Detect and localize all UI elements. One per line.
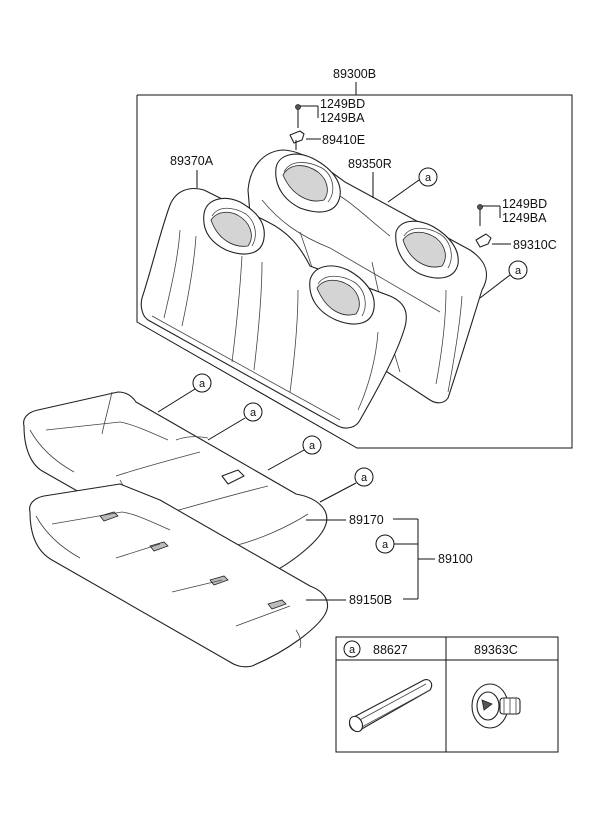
callout-a-7: a	[375, 534, 418, 554]
callout-a-6: a	[319, 467, 374, 503]
seatback-frame	[136, 94, 573, 449]
label-89150B: 89150B	[349, 593, 392, 607]
label-89310C: 89310C	[513, 238, 557, 252]
legend-callout-a	[343, 640, 361, 658]
label-89350R: 89350R	[348, 157, 392, 171]
trim-clip-icon	[348, 679, 433, 733]
bolt-a-icon	[295, 104, 301, 128]
svg-text:a: a	[199, 378, 206, 390]
svg-text:a: a	[309, 440, 316, 452]
label-1249BD-b: 1249BD	[502, 197, 547, 211]
cover-tab	[221, 469, 245, 485]
bolt-b-icon	[477, 204, 483, 226]
seatback-left-89370A	[140, 187, 407, 429]
callout-a-5: a	[267, 435, 322, 471]
label-1249BD-a: 1249BD	[320, 97, 365, 111]
label-89370A: 89370A	[170, 154, 214, 168]
svg-text:a: a	[515, 265, 522, 277]
seatback-right-89350R	[247, 149, 488, 404]
label-1249BA-a: 1249BA	[320, 111, 365, 125]
callout-a-3: a	[157, 373, 212, 413]
label-1249BA-b: 1249BA	[502, 211, 547, 225]
svg-text:a: a	[361, 472, 368, 484]
label-89100: 89100	[438, 552, 473, 566]
callout-a-1: a	[387, 167, 438, 203]
svg-text:a: a	[425, 172, 432, 184]
callout-a-4: a	[207, 402, 263, 441]
legend-part-88627: 88627	[373, 643, 408, 657]
cushion-pad-89150B	[29, 483, 328, 668]
legend-part-89363C: 89363C	[474, 643, 518, 657]
label-89300B: 89300B	[333, 67, 376, 81]
bracket-b-icon	[475, 233, 492, 248]
bracket-a-icon	[289, 130, 305, 150]
svg-text:a: a	[250, 407, 257, 419]
callout-a-2: a	[479, 260, 528, 299]
label-89410E: 89410E	[322, 133, 365, 147]
svg-text:a: a	[382, 539, 389, 551]
legend-table: a 88627 89363C	[335, 636, 559, 753]
fastener-icon	[471, 683, 521, 729]
svg-text:a: a	[349, 644, 356, 656]
label-89170: 89170	[349, 513, 384, 527]
